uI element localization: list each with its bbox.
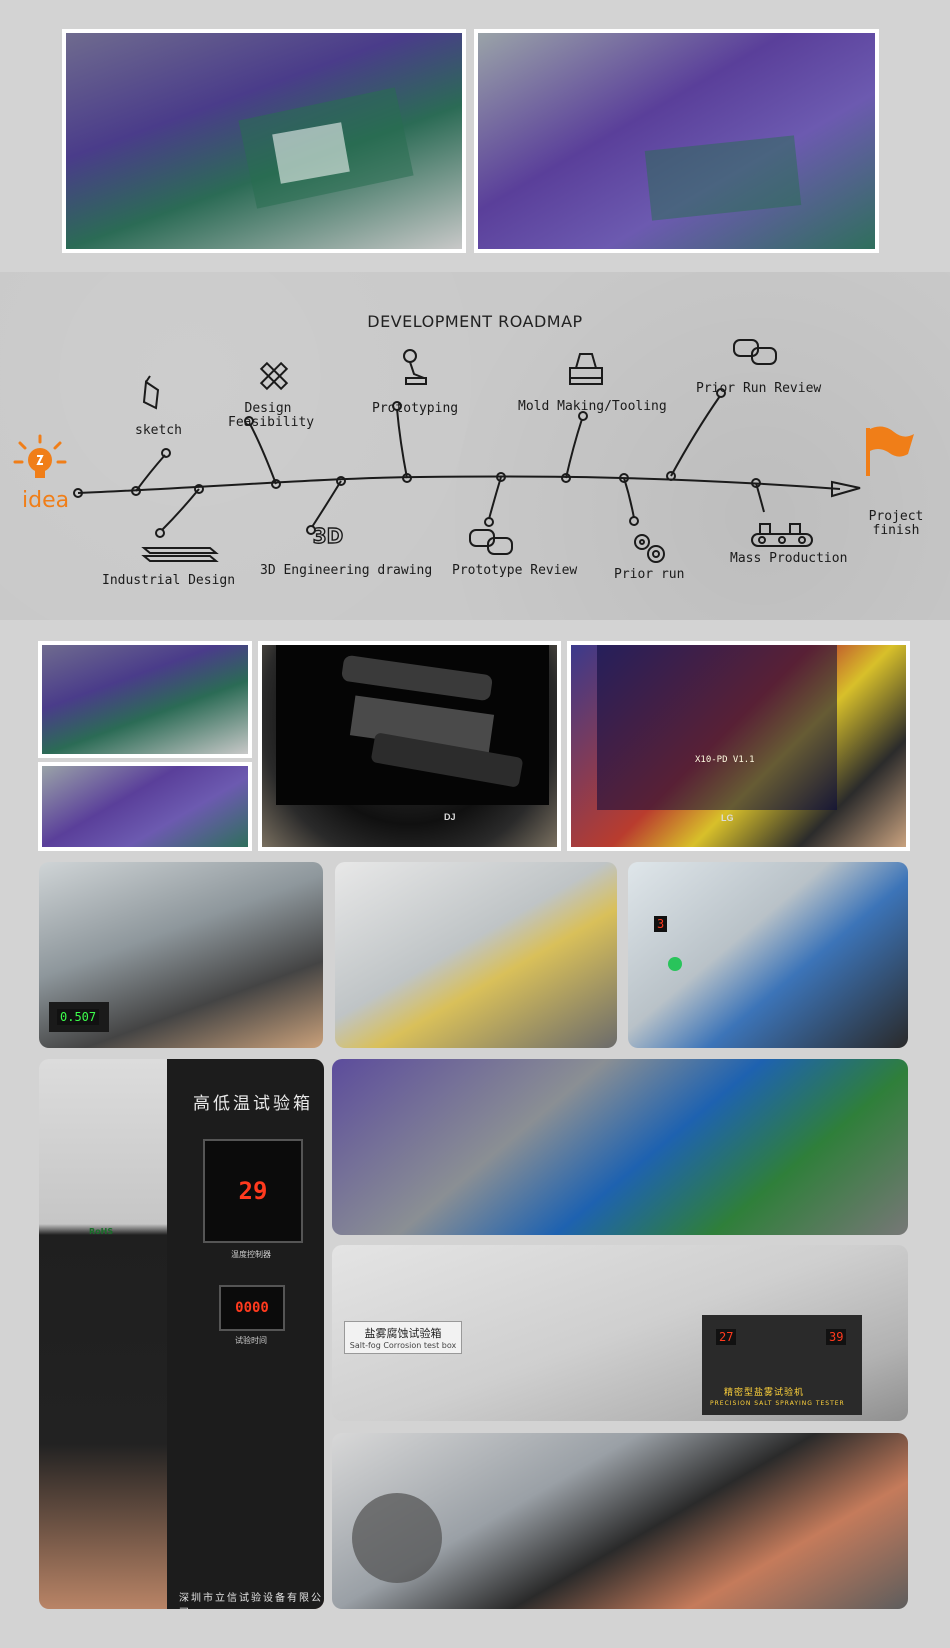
stage-label-prior-run-review: Prior Run Review (696, 381, 822, 396)
liquid-drop-test-photo (332, 1059, 908, 1235)
salt-tester-subtitle: PRECISION SALT SPRAYING TESTER (710, 1400, 845, 1407)
monitor-brand-label: LG (721, 813, 734, 823)
monitor-pcb-layout-photo: X10-PD V1.1 LG (567, 641, 910, 851)
layered-device-icon (141, 547, 219, 562)
stage-label-prototype-review: Prototype Review (452, 563, 578, 578)
roadmap-drawing: 3D (13, 339, 914, 563)
timer-caption: 试验时间 (235, 1336, 267, 1345)
temperature-chamber-photo: 高低温试验箱 29 温度控制器 0000 试验时间 深圳市立信试验设备有限公司 … (39, 1059, 324, 1609)
cable-bending-tester-photo: 3 (628, 862, 908, 1048)
salt-spray-tester-photo: 盐雾腐蚀试验箱 Salt-fog Corrosion test box 27 3… (332, 1245, 908, 1421)
controller-caption: 温度控制器 (231, 1250, 271, 1259)
monitor-3d-design-photo: DJ (258, 641, 561, 851)
roadmap-end-label: Project finish (868, 509, 924, 538)
team-meeting-photo-small-bottom (38, 762, 252, 851)
chamber-temperature-display: 29 (203, 1139, 303, 1243)
salt-tester-title: 精密型盐雾试验机 (724, 1388, 805, 1398)
power-supply-test-photo: 0.507 (39, 862, 323, 1048)
roadmap-title: DEVELOPMENT ROADMAP (367, 312, 583, 331)
speech-bubbles-icon (733, 339, 777, 365)
conveyor-icon (751, 523, 813, 547)
chamber-title: 高低温试验箱 (193, 1094, 313, 1114)
team-meeting-photo-small-top (38, 641, 252, 758)
stage-label-industrial-design: Industrial Design (102, 573, 236, 588)
stage-label-design-feasibility: Design Feasibility (228, 401, 315, 430)
flag-icon (866, 426, 914, 476)
chamber-footer: 深圳市立信试验设备有限公司 (179, 1593, 323, 1609)
timeline-line (77, 475, 841, 494)
rohs-label: RoHS (89, 1227, 114, 1236)
salt-tester-display-left: 27 (716, 1329, 737, 1345)
stage-label-prototyping: Prototyping (372, 401, 459, 416)
timeline-arrow-head (831, 480, 861, 498)
team-meeting-photo-left (62, 29, 466, 253)
salt-fog-label-en: Salt-fog Corrosion test box (349, 1341, 457, 1350)
stage-label-3d-engineering: 3D Engineering drawing (260, 563, 433, 578)
power-supply-readout: 0.507 (57, 1009, 100, 1025)
bending-tester-counter: 3 (654, 916, 668, 932)
svg-text:3D: 3D (313, 524, 344, 548)
salt-tester-display-right: 39 (826, 1329, 847, 1345)
salt-fog-label: 盐雾腐蚀试验箱 Salt-fog Corrosion test box (344, 1321, 462, 1354)
pcb-board-label: X10-PD V1.1 (695, 755, 755, 765)
battery-aging-rack-photo (335, 862, 617, 1048)
salt-fog-label-cn: 盐雾腐蚀试验箱 (364, 1327, 442, 1340)
3d-text-icon: 3D (312, 523, 344, 548)
lightbulb-icon (13, 434, 67, 478)
monitor-brand-label: DJ (444, 812, 456, 822)
roadmap-start-label: idea (22, 488, 70, 513)
mold-machine-icon (569, 353, 603, 385)
speech-bubbles-icon (469, 529, 513, 555)
pencil-icon (142, 375, 160, 410)
stage-label-mold-making: Mold Making/Tooling (518, 399, 667, 414)
ruler-pencil-icon (259, 361, 289, 391)
stage-label-sketch: sketch (135, 423, 182, 438)
gears-icon (634, 534, 665, 563)
stage-label-mass-production: Mass Production (730, 551, 848, 566)
battery-tester-photo (332, 1433, 908, 1609)
stage-label-prior-run: Prior run (614, 567, 685, 582)
team-meeting-photo-right (474, 29, 879, 253)
robot-arm-icon (403, 349, 427, 385)
development-roadmap: DEVELOPMENT ROADMAP (0, 272, 950, 620)
chamber-timer-display: 0000 (219, 1285, 285, 1331)
